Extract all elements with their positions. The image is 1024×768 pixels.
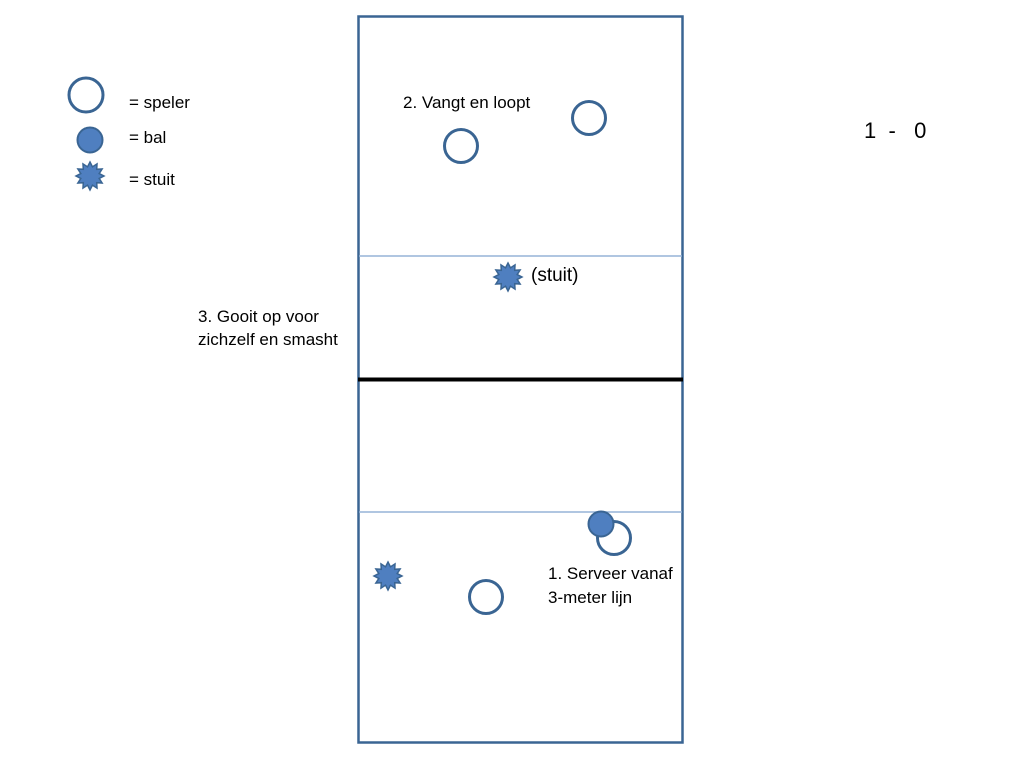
legend-bounce-label: = stuit <box>129 170 175 189</box>
step1-line1: 1. Serveer vanaf <box>548 564 673 583</box>
step3-line2: zichzelf en smasht <box>198 330 338 349</box>
ball-icon <box>587 510 615 538</box>
legend-ball-icon <box>76 126 104 154</box>
legend-ball-label: = bal <box>129 128 167 147</box>
bounce-annotation: (stuit) <box>531 265 579 286</box>
bounce-bottom-icon <box>372 560 404 592</box>
player-top-left-icon <box>443 128 479 164</box>
score: 1 - 0 <box>864 118 927 143</box>
legend-bounce-icon <box>74 160 106 192</box>
bounce-top-icon <box>492 261 524 293</box>
step3-line1: 3. Gooit op voor <box>198 307 319 326</box>
step1-line2: 3-meter lijn <box>548 588 633 607</box>
step2-label: 2. Vangt en loopt <box>403 93 531 112</box>
player-bottom-left-icon <box>468 579 504 615</box>
legend-player-icon <box>67 76 105 114</box>
legend-player-label: = speler <box>129 93 190 112</box>
player-top-right-icon <box>571 100 607 136</box>
